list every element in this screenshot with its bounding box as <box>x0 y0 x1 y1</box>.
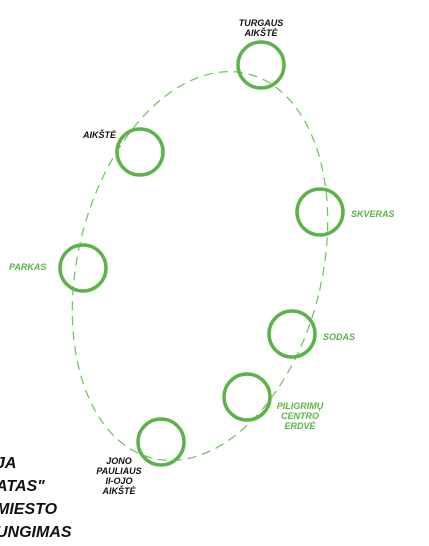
label-piligrimu-centro-erdve: PILIGRIMŲ CENTRO ERDVĖ <box>276 401 324 431</box>
label-turgaus-aikste: TURGAUS AIKŠTĖ <box>238 18 284 38</box>
label-sodas: SODAS <box>323 332 356 342</box>
node-jono-pauliaus-aikste[interactable] <box>136 417 186 467</box>
label-parkas: PARKAS <box>9 262 47 272</box>
title-line-2: ATAS" <box>0 478 45 495</box>
node-piligrimu-centro-erdve[interactable] <box>222 372 272 422</box>
route-path <box>71 71 329 461</box>
node-turgaus-aikste[interactable] <box>236 40 286 90</box>
label-aikste: AIKŠTĖ <box>83 130 117 140</box>
label-skveras: SKVERAS <box>351 209 395 219</box>
node-sodas[interactable] <box>267 309 317 359</box>
node-skveras[interactable] <box>295 187 345 237</box>
title-line-4: UNGIMAS <box>0 524 72 541</box>
label-jono-pauliaus-aikste: JONO PAULIAUS II-OJO AIKŠTĖ <box>96 456 142 496</box>
node-aikste[interactable] <box>115 127 165 177</box>
title-line-1: JA <box>0 455 17 472</box>
node-parkas[interactable] <box>58 243 108 293</box>
title-line-3: MIESTO <box>0 501 58 518</box>
